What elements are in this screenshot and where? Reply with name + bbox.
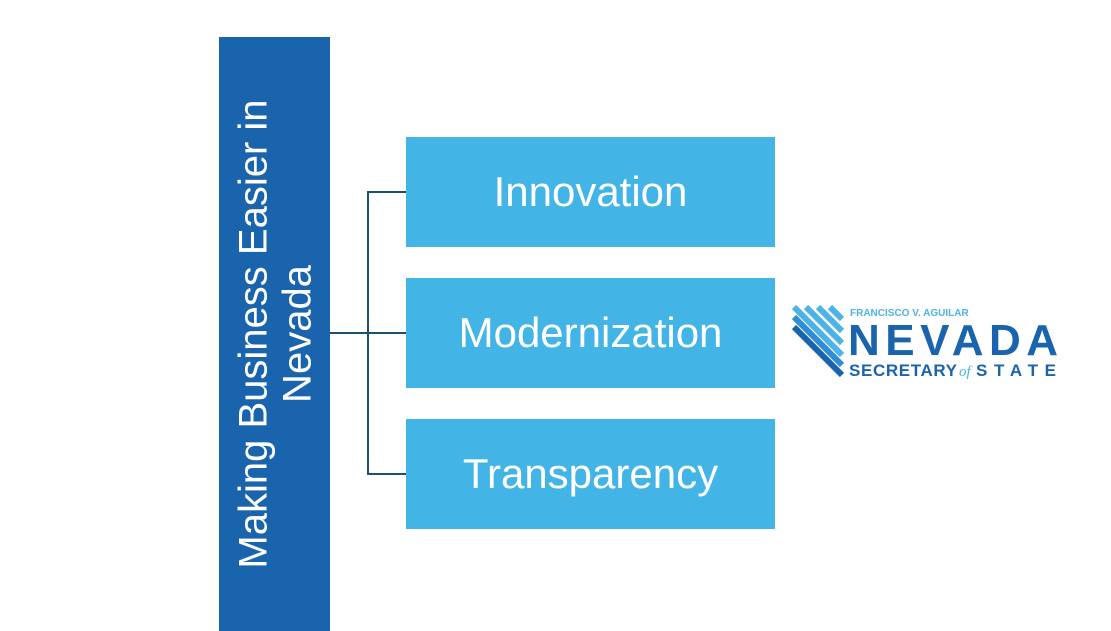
nevada-sos-logo: FRANCISCO V. AGUILAR NEVADA SECRETARY of… — [791, 303, 1062, 383]
modernization-box: Modernization — [406, 278, 775, 388]
logo-top: FRANCISCO V. AGUILAR — [850, 308, 969, 319]
connector-modernization — [368, 332, 406, 334]
connector-transparency — [368, 473, 406, 475]
logo-stripes-icon: FRANCISCO V. AGUILAR NEVADA SECRETARY of… — [791, 304, 1058, 380]
transparency-box: Transparency — [406, 419, 775, 529]
main-topic-label: Making Business Easier in Nevada — [230, 99, 319, 569]
connector-main — [330, 332, 368, 334]
logo-name: NEVADA — [848, 316, 1058, 365]
logo-sub1: SECRETARY — [849, 361, 958, 380]
main-topic-box: Making Business Easier in Nevada — [219, 37, 330, 631]
innovation-box: Innovation — [406, 137, 775, 247]
connector-innovation — [368, 191, 406, 193]
logo-sub2: STATE — [976, 361, 1056, 380]
logo-of: of — [959, 364, 973, 380]
